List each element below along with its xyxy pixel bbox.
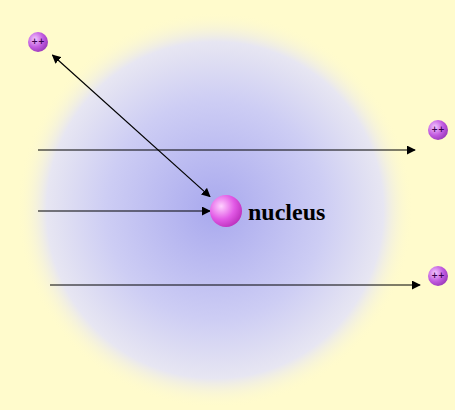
alpha-particle: ++: [28, 32, 48, 52]
nucleus-sphere: nucleus: [210, 195, 242, 227]
alpha-path: [38, 149, 415, 150]
alpha-particle: ++: [428, 266, 448, 286]
alpha-particle: ++: [428, 120, 448, 140]
charge-label: ++: [431, 272, 444, 280]
charge-label: ++: [431, 126, 444, 134]
alpha-path: [38, 210, 210, 211]
deflection-arrow: [52, 55, 210, 197]
nucleus-label: nucleus: [248, 200, 325, 224]
atom-cloud: [17, 12, 413, 408]
charge-label: ++: [31, 38, 44, 46]
alpha-path: [50, 284, 420, 285]
